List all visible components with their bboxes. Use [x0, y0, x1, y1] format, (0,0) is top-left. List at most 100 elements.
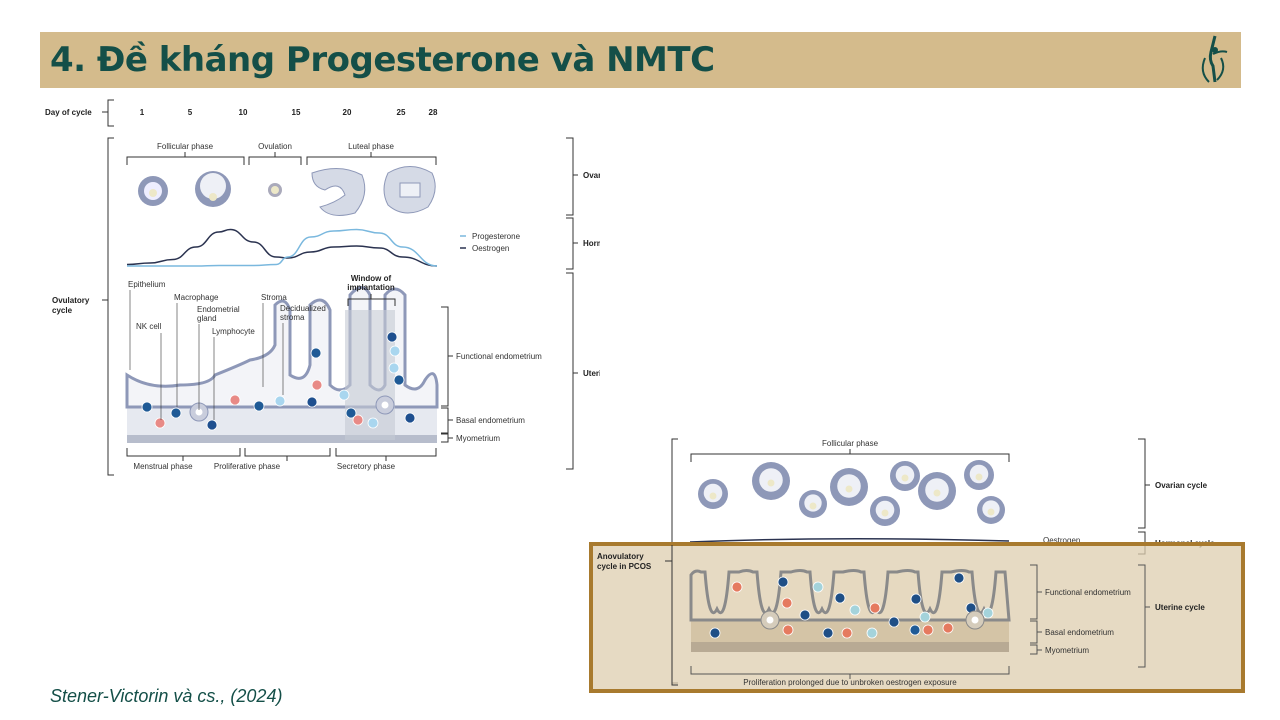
pcos-immune-cell [942, 622, 954, 634]
day-of-cycle-label: Day of cycle [45, 108, 92, 117]
pcos-immune-cell [910, 593, 922, 605]
immune-cell [338, 389, 350, 401]
immune-cell [367, 417, 379, 429]
pcos-immune-cell [953, 572, 965, 584]
ovulatory-cycle-label: Ovulatory [52, 296, 90, 305]
pcos-bottom-caption: Proliferation prolonged due to unbroken … [743, 678, 957, 687]
follicle-icon [138, 176, 168, 206]
endometrial-gland-label-2: gland [197, 314, 217, 323]
myometrium-region [127, 435, 437, 443]
day-tick-label: 28 [429, 108, 438, 117]
pcos-immune-cell [888, 616, 900, 628]
pcos-immune-cell [731, 581, 743, 593]
decidualized-stroma-label: Decidualized [280, 304, 326, 313]
follicular-phase-label: Follicular phase [157, 142, 214, 151]
immune-cell [229, 394, 241, 406]
immune-cell [141, 401, 153, 413]
pcos-basal-endometrium-label: Basal endometrium [1045, 628, 1114, 637]
menstrual-phase-label: Menstrual phase [133, 462, 193, 471]
day-tick-label: 20 [343, 108, 352, 117]
anovulatory-uterine-figure: Anovulatory cycle in PCOS Functional end… [597, 545, 1205, 687]
luteal-phase-label: Luteal phase [348, 142, 394, 151]
immune-cell [274, 395, 286, 407]
legend-progesterone: Progesterone [472, 232, 521, 241]
immune-cell [310, 347, 322, 359]
pcos-immune-cell [866, 627, 878, 639]
corpus-luteum-icon [311, 168, 366, 216]
proliferative-phase-label: Proliferative phase [214, 462, 281, 471]
pcos-myometrium-label: Myometrium [1045, 646, 1089, 655]
pcos-immune-cell [799, 609, 811, 621]
functional-endometrium-label: Functional endometrium [456, 352, 542, 361]
ovulation-label: Ovulation [258, 142, 292, 151]
ovarian-cycle-label: Ovarian cycle [583, 171, 600, 180]
slide-title: 4. Đề kháng Progesterone và NMTC [50, 40, 715, 80]
pcos-immune-cell [841, 627, 853, 639]
oocyte-icon [268, 183, 282, 197]
window-of-implantation-label: Window of [351, 274, 392, 283]
series-line-oestrogen [126, 228, 438, 267]
immune-cell [386, 331, 398, 343]
window-of-implantation-label-2: implantation [347, 283, 395, 292]
immune-cell [345, 407, 357, 419]
uterine-cycle-label: Uterine cycle [583, 369, 600, 378]
pcos-immune-cell [922, 624, 934, 636]
day-tick-label: 1 [140, 108, 145, 117]
anovulatory-cycle-label-2: cycle in PCOS [597, 562, 652, 571]
pcos-ovarian-cycle-label: Ovarian cycle [1155, 481, 1208, 490]
pcos-immune-cell [822, 627, 834, 639]
day-tick-label: 5 [188, 108, 193, 117]
immune-cell [306, 396, 318, 408]
pcos-uterine-cycle-label: Uterine cycle [1155, 603, 1205, 612]
myometrium-label: Myometrium [456, 434, 500, 443]
title-band: 4. Đề kháng Progesterone và NMTC [40, 32, 1241, 88]
pcos-immune-cell [709, 627, 721, 639]
epithelium-label: Epithelium [128, 280, 166, 289]
pcos-epithelium-layer [689, 569, 1011, 622]
immune-cell [388, 362, 400, 374]
immune-cell [352, 414, 364, 426]
pcos-immune-cell [982, 607, 994, 619]
dancer-figure-logo-icon [1201, 35, 1228, 83]
pcos-immune-cell [782, 624, 794, 636]
stroma-label: Stroma [261, 293, 287, 302]
pcos-immune-cell [834, 592, 846, 604]
legend-oestrogen: Oestrogen [472, 244, 509, 253]
citation: Stener-Victorin và cs., (2024) [50, 686, 283, 706]
pcos-immune-cell [909, 624, 921, 636]
nk-cell-label: NK cell [136, 322, 162, 331]
pcos-immune-cell [812, 581, 824, 593]
antral-follicle-icon [195, 171, 231, 207]
immune-cell [389, 345, 401, 357]
pcos-immune-cell [849, 604, 861, 616]
lymphocyte-label: Lymphocyte [212, 327, 255, 336]
hormonal-cycle-label: Hormonal cycle [583, 239, 600, 248]
immune-cell [311, 379, 323, 391]
pcos-oestrogen-line [689, 537, 1010, 543]
secretory-phase-label: Secretory phase [337, 462, 396, 471]
pcos-immune-cell [777, 576, 789, 588]
day-tick-label: 10 [239, 108, 248, 117]
pcos-follicular-phase-label: Follicular phase [822, 439, 879, 448]
immune-cell [154, 417, 166, 429]
immune-cell [253, 400, 265, 412]
day-tick-label: 25 [397, 108, 406, 117]
endometrial-gland-label: Endometrial [197, 305, 240, 314]
hormone-chart [126, 228, 438, 267]
macrophage-label: Macrophage [174, 293, 219, 302]
pcos-immune-cell [781, 597, 793, 609]
immune-cell [206, 419, 218, 431]
pcos-immune-cell [869, 602, 881, 614]
basal-endometrium-label: Basal endometrium [456, 416, 525, 425]
pcos-myometrium [691, 642, 1009, 652]
series-line-progesterone [126, 228, 438, 267]
day-tick-label: 15 [292, 108, 301, 117]
pcos-functional-endometrium-label: Functional endometrium [1045, 588, 1131, 597]
anovulatory-cycle-label: Anovulatory [597, 552, 644, 561]
immune-cell [404, 412, 416, 424]
pcos-legend-oestrogen: Oestrogen [1043, 536, 1080, 545]
ovulatory-cycle-label-2: cycle [52, 306, 73, 315]
immune-cell [393, 374, 405, 386]
pcos-immune-cell [919, 611, 931, 623]
